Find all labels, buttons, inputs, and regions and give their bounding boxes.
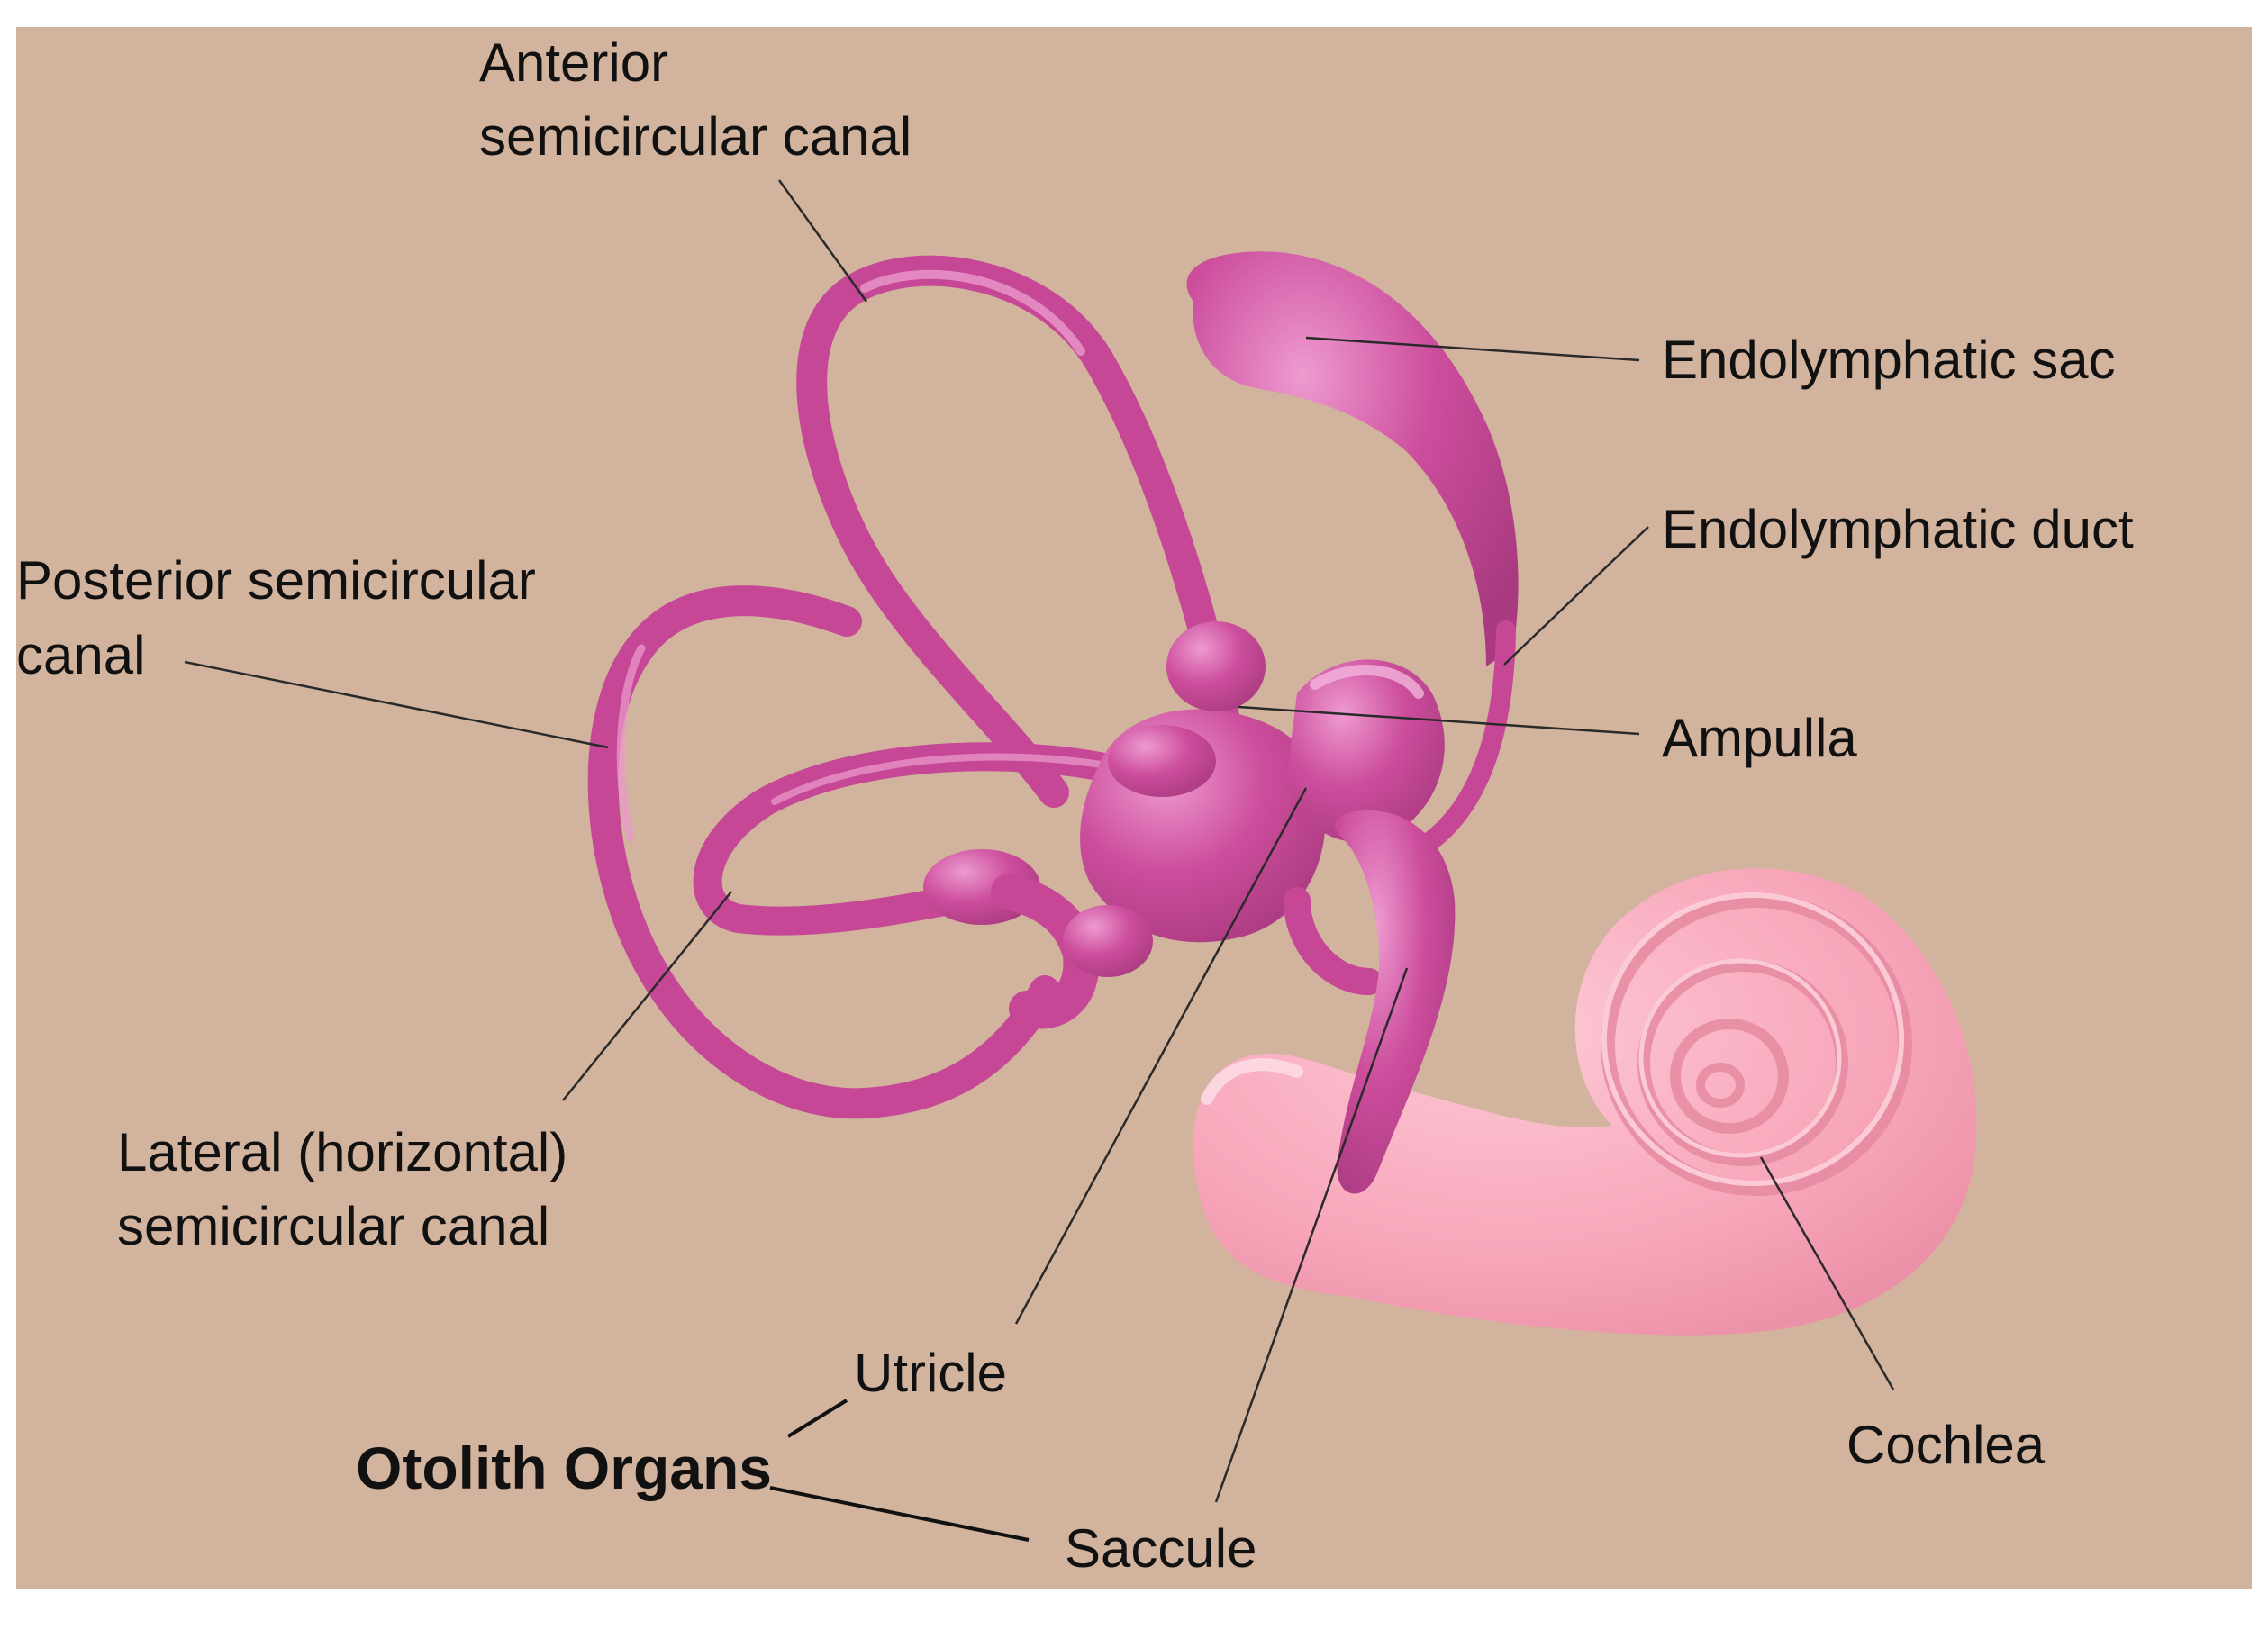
endolymphatic-duct	[1413, 620, 1516, 856]
leader-cochlea	[1759, 1156, 1895, 1390]
posterior-canal	[587, 585, 1060, 1119]
label-anterior-line1: Anterior	[479, 32, 668, 93]
leader-saccule	[1214, 967, 1409, 1503]
label-posterior-line2: canal	[16, 625, 145, 685]
leader-endolymphatic-duct	[1503, 526, 1649, 666]
leader-utricle	[1014, 787, 1308, 1325]
label-lateral-line1: Lateral (horizontal)	[117, 1122, 567, 1182]
cochlea	[1193, 868, 1977, 1336]
label-anterior-line2: semicircular canal	[479, 106, 912, 167]
leader-endolymphatic-sac	[1305, 336, 1640, 362]
leader-anterior	[777, 179, 868, 303]
leader-otolith-utricle	[786, 1399, 848, 1438]
label-ampulla: Ampulla	[1662, 708, 1857, 768]
label-saccule: Saccule	[1065, 1518, 1256, 1579]
label-utricle: Utricle	[854, 1343, 1007, 1403]
label-lateral-line2: semicircular canal	[117, 1196, 549, 1256]
label-posterior-line1: Posterior semicircular	[16, 550, 536, 611]
leader-ampulla	[1238, 705, 1640, 736]
label-endolymphatic-duct: Endolymphatic duct	[1662, 499, 2134, 559]
utricle-body	[923, 621, 1445, 1029]
leader-otolith-saccule	[769, 1486, 1030, 1542]
endolymphatic-sac	[1186, 251, 1519, 666]
label-endolymphatic-sac: Endolymphatic sac	[1662, 330, 2116, 390]
label-cochlea: Cochlea	[1846, 1415, 2046, 1475]
leader-lateral	[562, 891, 732, 1101]
label-otolith-organs: Otolith Organs	[356, 1435, 772, 1501]
leader-posterior	[184, 660, 609, 749]
